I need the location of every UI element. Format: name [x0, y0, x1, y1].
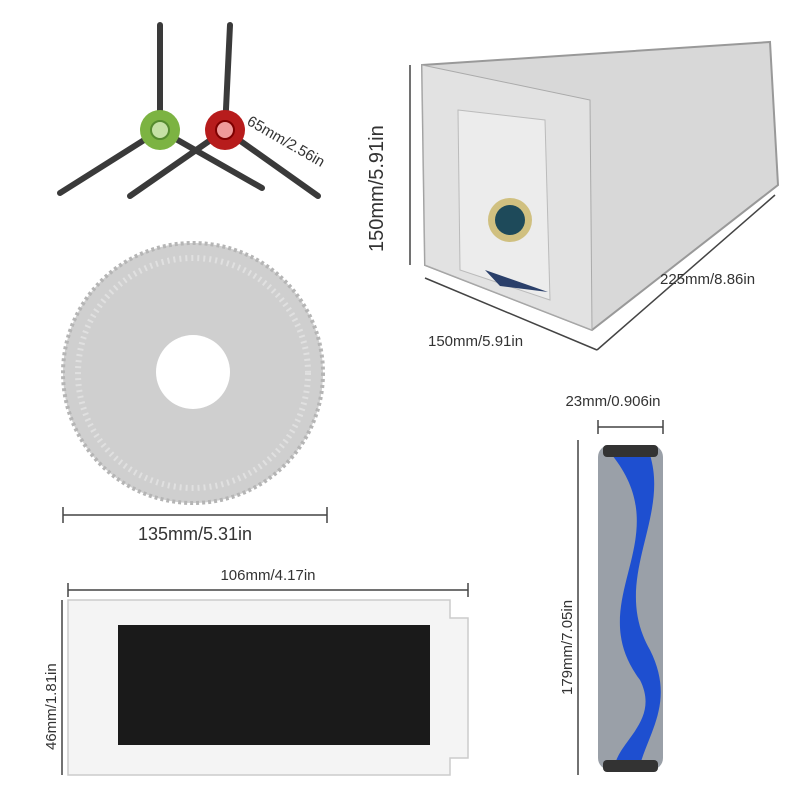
bag-height-label: 150mm/5.91in: [366, 125, 388, 252]
brush-width-label: 23mm/0.906in: [565, 393, 660, 410]
bag-width-label: 150mm/5.91in: [428, 333, 523, 350]
filter-width-label: 106mm/4.17in: [220, 567, 315, 584]
mop-diameter-label: 135mm/5.31in: [138, 524, 252, 544]
side-brush-label: 65mm/2.56in: [244, 113, 328, 171]
side-brushes: 65mm/2.56in: [57, 22, 328, 199]
dust-bag: 150mm/5.91in 150mm/5.91in 225mm/8.86in: [366, 40, 780, 351]
brush-length-label: 179mm/7.05in: [559, 600, 576, 695]
filter-height-label: 46mm/1.81in: [43, 663, 60, 750]
mop-pad: 135mm/5.31in: [61, 241, 328, 544]
main-brush: 23mm/0.906in 179mm/7.05in: [559, 393, 664, 775]
bag-depth-label: 225mm/8.86in: [660, 271, 755, 288]
filter: 106mm/4.17in 46mm/1.81in: [43, 567, 469, 776]
